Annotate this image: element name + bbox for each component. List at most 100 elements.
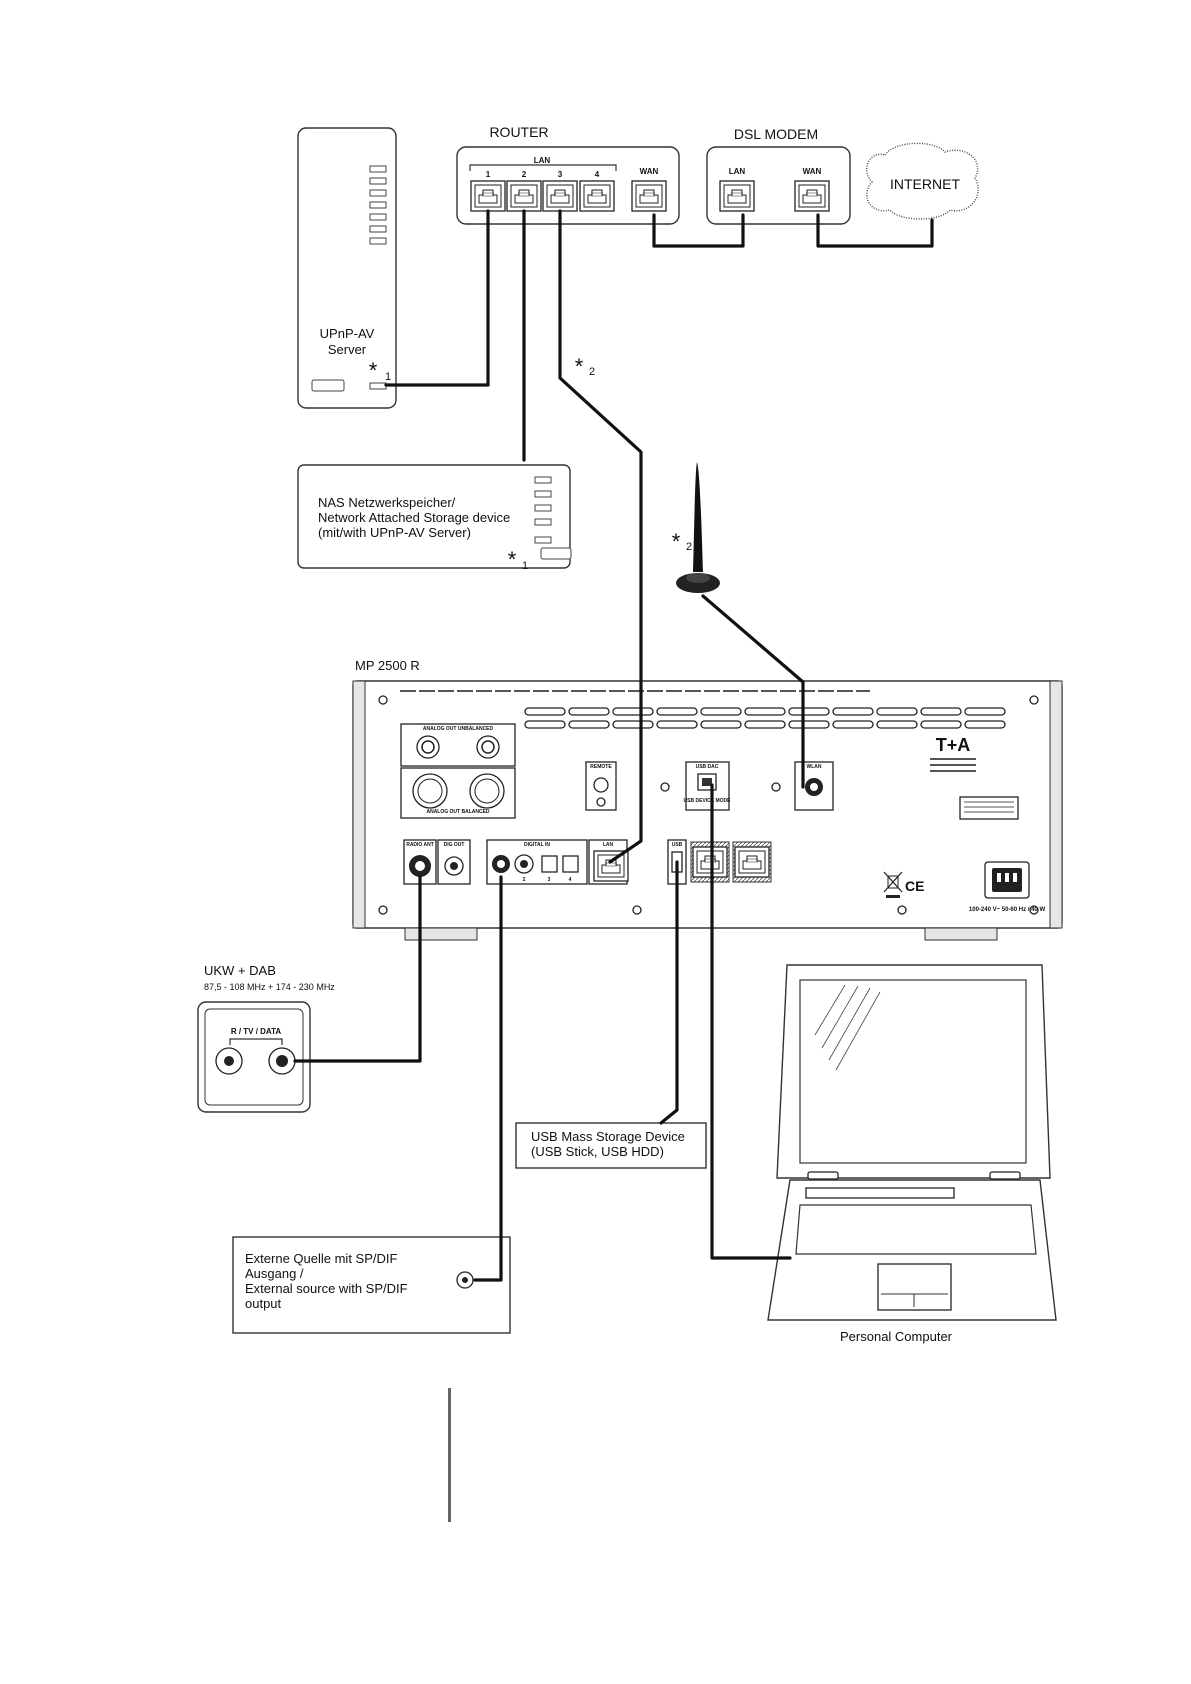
digital-in-port-2-label: 2 bbox=[523, 877, 526, 883]
remote-label: REMOTE bbox=[590, 764, 612, 770]
usb-label: USB bbox=[672, 842, 683, 848]
upnp-server-drive-slot bbox=[311, 379, 345, 392]
personal-computer-label: Personal Computer bbox=[840, 1329, 953, 1344]
margin-bar bbox=[448, 1388, 451, 1522]
upnp-server-led bbox=[369, 201, 387, 209]
nas-marker-symbol: * bbox=[508, 547, 517, 572]
wlan-antenna: * 2 bbox=[672, 462, 720, 593]
cable-antenna-to-wlan bbox=[701, 594, 805, 789]
router-lan-label: LAN bbox=[534, 156, 551, 165]
antenna-socket-subtitle: 87,5 - 108 MHz + 174 - 230 MHz bbox=[204, 982, 335, 992]
personal-computer: Personal Computer bbox=[767, 964, 1057, 1344]
router-lan-bracket bbox=[469, 164, 617, 171]
screw bbox=[660, 782, 670, 792]
screw bbox=[771, 782, 781, 792]
router-lan-port-1 bbox=[470, 180, 506, 212]
upnp-server-led bbox=[369, 237, 387, 245]
external-source-line1: Externe Quelle mit SP/DIF bbox=[245, 1251, 397, 1266]
digital-in-port-3-label: 3 bbox=[548, 877, 551, 883]
screw bbox=[632, 905, 642, 915]
weee-symbol bbox=[883, 871, 903, 898]
upnp-server-label-line2: Server bbox=[328, 342, 367, 357]
nas-lan-port bbox=[534, 536, 552, 544]
upnp-av-server: UPnP-AV Server * 1 bbox=[297, 127, 397, 409]
usb-storage-line2: (USB Stick, USB HDD) bbox=[531, 1144, 664, 1159]
cable-router-to-device-lan bbox=[558, 209, 643, 864]
analog-out-balanced-label: ANALOG OUT BALANCED bbox=[426, 809, 489, 815]
digital-in-optical-4 bbox=[562, 855, 579, 873]
laptop-keyboard bbox=[795, 1204, 1037, 1255]
digital-in-optical-3 bbox=[541, 855, 558, 873]
nas-led bbox=[534, 504, 552, 512]
external-source-line3: External source with SP/DIF bbox=[245, 1281, 408, 1296]
antenna-marker-symbol: * bbox=[672, 529, 681, 554]
nas-led bbox=[534, 490, 552, 498]
upnp-server-label-line1: UPnP-AV bbox=[320, 326, 375, 341]
cable-radio-ant-to-socket bbox=[293, 875, 422, 1063]
nas-label-line3: (mit/with UPnP-AV Server) bbox=[318, 525, 471, 540]
mp2500r-device: MP 2500 R bbox=[352, 658, 1063, 941]
antenna-socket-frame bbox=[197, 1001, 311, 1113]
usb-dac-label: USB DAC bbox=[696, 764, 719, 770]
antenna-wall-socket: UKW + DAB 87,5 - 108 MHz + 174 - 230 MHz… bbox=[197, 963, 335, 1113]
router-lan-port-4 bbox=[579, 180, 615, 212]
nas-drive-slot bbox=[540, 547, 572, 560]
router-title: ROUTER bbox=[489, 124, 548, 140]
usb-device-mode-label: USB DEVICE MODE bbox=[684, 798, 732, 804]
device-vents bbox=[524, 707, 1006, 729]
cable-usb-to-storage bbox=[659, 860, 679, 1125]
router-lan-port-1-label: 1 bbox=[486, 170, 491, 179]
antenna-socket-title: UKW + DAB bbox=[204, 963, 276, 978]
rca-out-right bbox=[416, 735, 440, 759]
dsl-modem-wan-port bbox=[794, 180, 830, 212]
dsl-modem-wan-label: WAN bbox=[803, 167, 822, 176]
cable-router-to-upnp-server bbox=[384, 209, 490, 387]
remote-jack-2 bbox=[596, 797, 606, 807]
remote-jack bbox=[593, 777, 609, 793]
upnp-server-led bbox=[369, 165, 387, 173]
cable-modem-to-internet bbox=[816, 213, 934, 248]
usb-mass-storage: USB Mass Storage Device (USB Stick, USB … bbox=[515, 1122, 707, 1169]
cable-marker-symbol: * bbox=[575, 354, 584, 379]
dig-out-label: DIG OUT bbox=[444, 842, 465, 848]
cable-digital-in-to-external-source bbox=[473, 875, 503, 1282]
upnp-server-led bbox=[369, 225, 387, 233]
radio-ant-label: RADIO ANT bbox=[406, 842, 434, 848]
internet-cloud: INTERNET bbox=[866, 142, 979, 220]
blocked-rj45-port bbox=[692, 846, 728, 878]
digital-in-label: DIGITAL IN bbox=[524, 842, 550, 848]
external-source: Externe Quelle mit SP/DIF Ausgang / Exte… bbox=[232, 1236, 511, 1334]
cables bbox=[293, 209, 934, 1282]
lan-label: LAN bbox=[603, 842, 614, 848]
dsl-modem-lan-port bbox=[719, 180, 755, 212]
upnp-server-body bbox=[297, 127, 397, 409]
nas-led bbox=[534, 476, 552, 484]
screw bbox=[1029, 905, 1039, 915]
router-lan-port-2-label: 2 bbox=[522, 170, 527, 179]
dsl-modem-title: DSL MODEM bbox=[734, 126, 818, 142]
digital-in-port-4-label: 4 bbox=[569, 877, 572, 883]
router-wan-port bbox=[631, 180, 667, 212]
screw bbox=[378, 695, 388, 705]
router-lan-port-3 bbox=[542, 180, 578, 212]
blocked-rj45-port bbox=[734, 846, 770, 878]
usb-storage-box bbox=[515, 1122, 707, 1169]
router-lan-port-3-label: 3 bbox=[558, 170, 563, 179]
wlan-label: WLAN bbox=[807, 764, 822, 770]
ce-mark: CE bbox=[905, 878, 924, 894]
nas-label-line1: NAS Netzwerkspeicher/ bbox=[318, 495, 456, 510]
rca-out-left bbox=[476, 735, 500, 759]
antenna-marker-index: 2 bbox=[686, 541, 692, 553]
device-foot bbox=[924, 927, 998, 941]
nas-led bbox=[534, 518, 552, 526]
device-foot bbox=[404, 927, 478, 941]
brand-logo: T+A bbox=[936, 735, 971, 755]
cable-usb-dac-to-computer bbox=[710, 783, 792, 1260]
screw bbox=[1029, 695, 1039, 705]
usb-storage-line1: USB Mass Storage Device bbox=[531, 1129, 685, 1144]
analog-out-unbalanced-label: ANALOG OUT UNBALANCED bbox=[423, 726, 494, 732]
dsl-modem-lan-label: LAN bbox=[729, 167, 746, 176]
device-lan-port bbox=[593, 850, 629, 882]
screw bbox=[378, 905, 388, 915]
